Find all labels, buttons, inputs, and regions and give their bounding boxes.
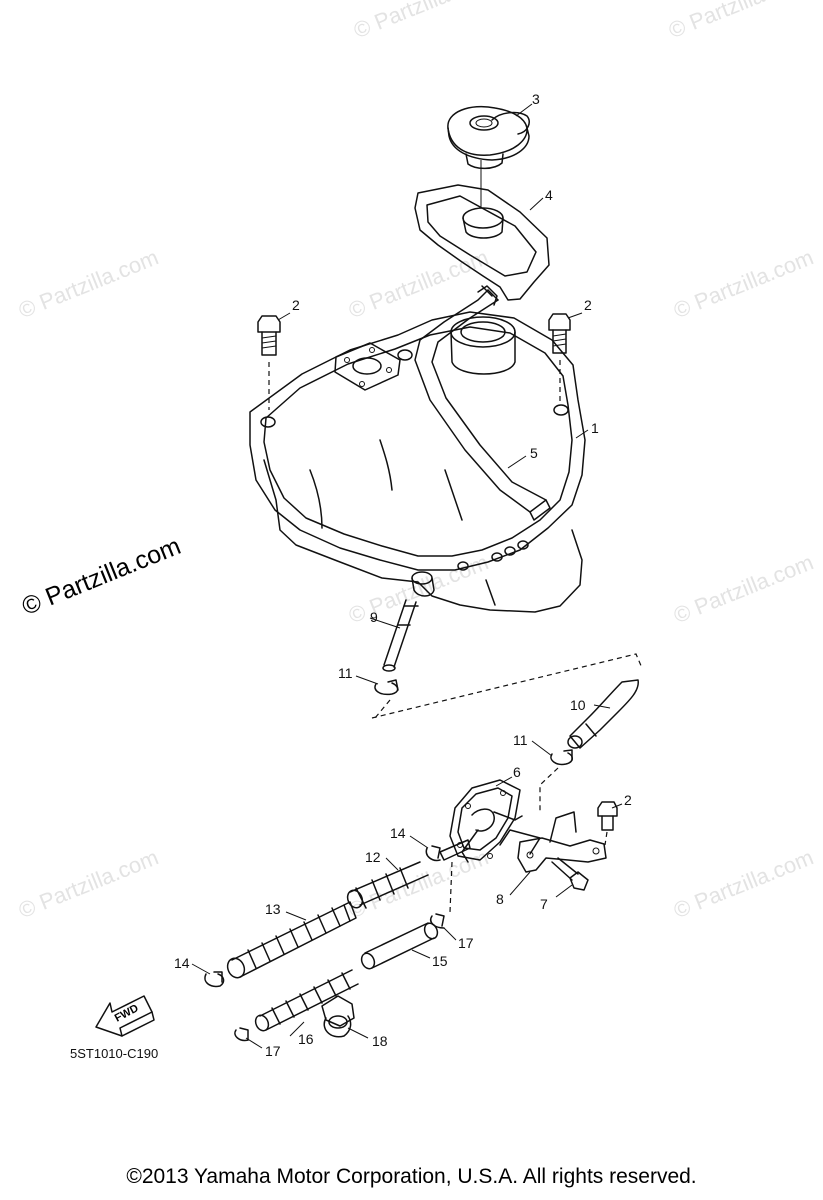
callout-8: 8 xyxy=(496,891,504,907)
bolt-7 xyxy=(551,857,589,891)
bolt-bracket xyxy=(597,801,618,846)
callout-11: 11 xyxy=(338,665,353,681)
hose-10 xyxy=(567,679,639,749)
bolt-right xyxy=(548,313,571,405)
callout-5: 5 xyxy=(530,445,538,461)
hose-clamp-lower xyxy=(539,749,573,812)
callout-12: 12 xyxy=(365,849,381,865)
bracket xyxy=(517,811,607,873)
callout-17: 17 xyxy=(265,1043,281,1059)
callout-4: 4 xyxy=(545,187,553,203)
callout-7: 7 xyxy=(540,896,548,912)
hose-clamp-17-upper xyxy=(430,913,445,929)
fuel-pump xyxy=(439,779,541,913)
callout-13: 13 xyxy=(265,901,281,917)
hose-clamp-17-lower xyxy=(234,1027,249,1042)
callout-3: 3 xyxy=(532,91,540,107)
diagram-code: 5ST1010-C190 xyxy=(70,1046,159,1061)
hose-12 xyxy=(346,861,429,909)
fuel-tank xyxy=(249,311,586,613)
callout-2: 2 xyxy=(292,297,300,313)
tank-cover xyxy=(414,160,550,301)
hose-clamp-upper xyxy=(374,679,399,696)
callout-18: 18 xyxy=(372,1033,388,1049)
callout-2: 2 xyxy=(584,297,592,313)
callout-14: 14 xyxy=(390,825,406,841)
callout-2: 2 xyxy=(624,792,632,808)
callout-15: 15 xyxy=(432,953,448,969)
fuel-cap xyxy=(447,105,530,170)
fwd-arrow-icon: FWD xyxy=(95,995,155,1037)
callout-16: 16 xyxy=(298,1031,314,1047)
callout-6: 6 xyxy=(513,764,521,780)
callout-1: 1 xyxy=(591,420,599,436)
breather-hose xyxy=(414,285,551,521)
callout-11: 11 xyxy=(513,732,528,748)
leader-lines xyxy=(191,103,623,1049)
hose-clamp-14-lower xyxy=(204,971,225,988)
bolt-left xyxy=(257,315,281,410)
hose-16 xyxy=(254,969,359,1032)
hose-clip xyxy=(321,995,355,1038)
hose-13 xyxy=(226,901,357,979)
callout-17: 17 xyxy=(458,935,474,951)
callout-14: 14 xyxy=(174,955,190,971)
callout-10: 10 xyxy=(570,697,586,713)
fuel-pipe xyxy=(382,599,419,672)
fwd-label: FWD xyxy=(113,1002,141,1024)
hose-clamp-14-upper xyxy=(425,845,441,862)
hose-15 xyxy=(360,922,439,970)
callout-9: 9 xyxy=(370,609,378,625)
copyright-notice: ©2013 Yamaha Motor Corporation, U.S.A. A… xyxy=(126,1165,697,1188)
